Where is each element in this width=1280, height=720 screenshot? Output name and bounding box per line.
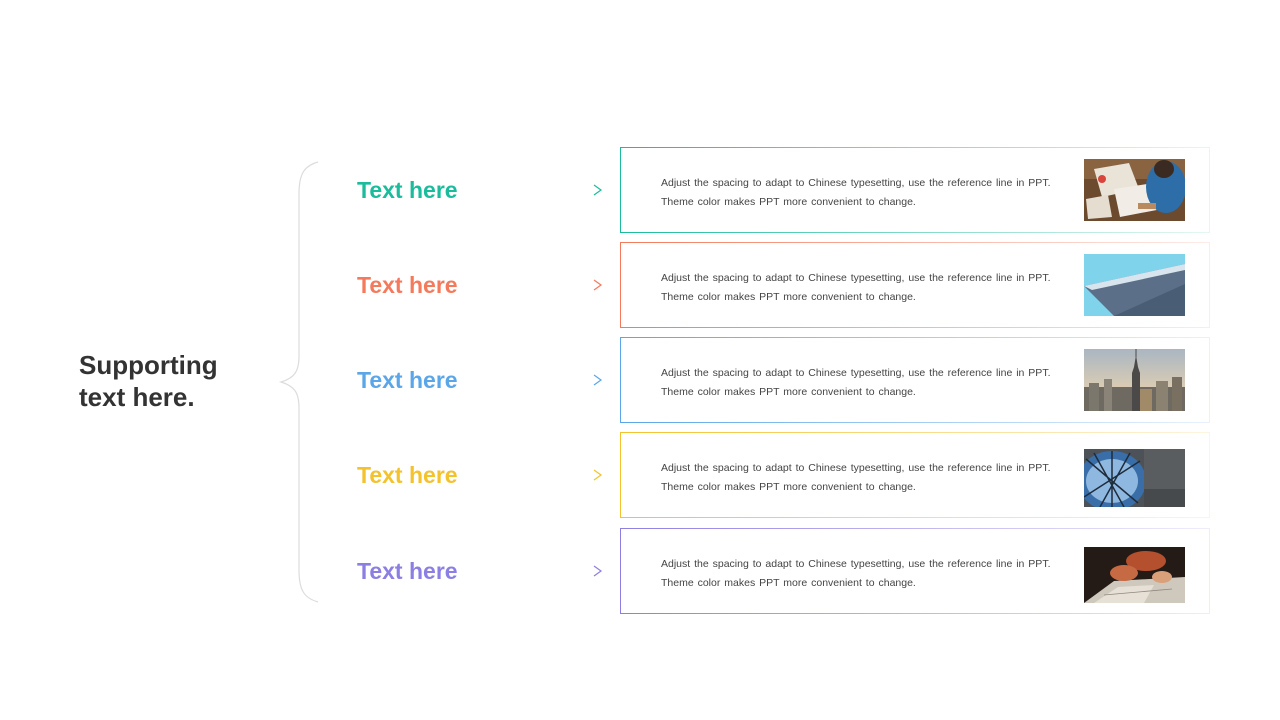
arrow-right-icon (496, 184, 603, 196)
list-item: Text here Adjust the spacing to adapt to… (0, 147, 1280, 235)
hands-drawing-plans-photo (1084, 547, 1185, 603)
list-item: Text here Adjust the spacing to adapt to… (0, 528, 1280, 616)
description-line: Adjust the spacing to adapt to Chinese t… (661, 462, 1051, 474)
description-line: Theme color makes PPT more convenient to… (661, 386, 916, 398)
card-description: Adjust the spacing to adapt to Chinese t… (661, 364, 1061, 402)
description-card: Adjust the spacing to adapt to Chinese t… (620, 242, 1210, 328)
list-item: Text here Adjust the spacing to adapt to… (0, 337, 1280, 425)
description-line: Theme color makes PPT more convenient to… (661, 196, 916, 208)
description-card: Adjust the spacing to adapt to Chinese t… (620, 528, 1210, 614)
card-description: Adjust the spacing to adapt to Chinese t… (661, 459, 1061, 497)
city-skyline-photo (1084, 349, 1185, 411)
list-item: Text here Adjust the spacing to adapt to… (0, 432, 1280, 520)
description-line: Adjust the spacing to adapt to Chinese t… (661, 367, 1051, 379)
item-label: Text here (357, 367, 458, 393)
item-label: Text here (357, 462, 458, 488)
description-line: Adjust the spacing to adapt to Chinese t… (661, 272, 1051, 284)
description-line: Adjust the spacing to adapt to Chinese t… (661, 558, 1051, 570)
item-label: Text here (357, 177, 458, 203)
description-line: Theme color makes PPT more convenient to… (661, 481, 916, 493)
card-description: Adjust the spacing to adapt to Chinese t… (661, 269, 1061, 307)
item-label: Text here (357, 272, 458, 298)
description-line: Theme color makes PPT more convenient to… (661, 577, 916, 589)
item-label: Text here (357, 558, 458, 584)
description-card: Adjust the spacing to adapt to Chinese t… (620, 337, 1210, 423)
building-roof-sky-photo (1084, 254, 1185, 316)
team-working-on-documents-photo (1084, 159, 1185, 221)
curly-brace (278, 161, 319, 603)
description-line: Adjust the spacing to adapt to Chinese t… (661, 177, 1051, 189)
card-description: Adjust the spacing to adapt to Chinese t… (661, 555, 1061, 593)
description-card: Adjust the spacing to adapt to Chinese t… (620, 432, 1210, 518)
description-line: Theme color makes PPT more convenient to… (661, 291, 916, 303)
arrow-right-icon (496, 279, 603, 291)
card-description: Adjust the spacing to adapt to Chinese t… (661, 174, 1061, 212)
arrow-right-icon (496, 374, 603, 386)
list-item: Text here Adjust the spacing to adapt to… (0, 242, 1280, 330)
description-card: Adjust the spacing to adapt to Chinese t… (620, 147, 1210, 233)
glass-dome-architecture-photo (1084, 449, 1185, 507)
arrow-right-icon (496, 469, 603, 481)
arrow-right-icon (496, 565, 603, 577)
